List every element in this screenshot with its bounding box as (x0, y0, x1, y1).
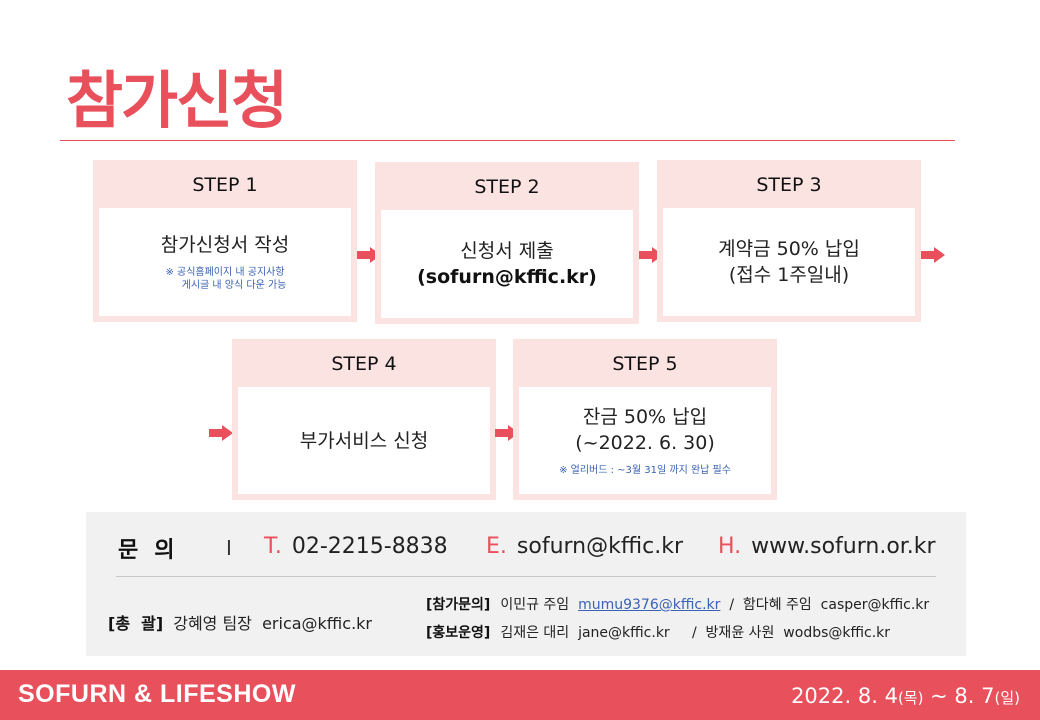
contact-box: 문의 I T. 02-2215-8838 E. sofurn@kffic.kr H.… (86, 512, 966, 656)
step-text: 잔금 50% 납입 (582, 406, 708, 428)
arrow-right-icon (209, 425, 233, 441)
email-address[interactable]: sofurn@kffic.kr (516, 534, 684, 559)
step-label: STEP 1 (192, 174, 258, 196)
homepage-url[interactable]: www.sofurn.or.kr (751, 534, 936, 559)
step-email: (sofurn@kffic.kr) (417, 266, 597, 288)
participation-person: 이민규 주임 (500, 597, 570, 613)
contact-main-row: 문의 I T. 02-2215-8838 E. sofurn@kffic.kr H.… (86, 512, 966, 576)
date-day-end: (일) (994, 689, 1020, 707)
date-start: 2022. 8. 4 (791, 684, 898, 708)
date-end: ~ 8. 7 (923, 684, 995, 708)
step-2-card: STEP 2 신청서 제출 (sofurn@kffic.kr) (375, 162, 639, 324)
step-body: 부가서비스 신청 (238, 387, 490, 494)
step-body: 계약금 50% 납입 (접수 1주일내) (663, 208, 915, 316)
general-contact: [총 괄] 강혜영 팀장 erica@kffic.kr (108, 610, 372, 634)
participation-label: [참가문의] (426, 597, 491, 613)
step-text: (접수 1주일내) (728, 264, 850, 286)
pr-contact: [홍보운영] 김재은 대리 jane@kffic.kr / 방재윤 사원 wodb… (426, 622, 890, 642)
general-label: [총 괄] (108, 614, 164, 633)
contact-divider (116, 576, 936, 577)
step-note: ※ 공식홈페이지 내 공지사항 게시글 내 양식 다운 가능 (164, 266, 287, 292)
step-label: STEP 4 (331, 353, 397, 375)
separator: I (226, 536, 232, 560)
participation-rest: / 함다혜 주임 casper@kffic.kr (729, 597, 930, 613)
step-body: 잔금 50% 납입 (~2022. 6. 30) ※ 얼리버드 : ~3월 31… (519, 387, 771, 494)
step-1-card: STEP 1 참가신청서 작성 ※ 공식홈페이지 내 공지사항 게시글 내 양식… (93, 160, 357, 322)
arrow-right-icon (921, 247, 945, 263)
step-text: 참가신청서 작성 (160, 234, 290, 256)
general-text: 강혜영 팀장 erica@kffic.kr (173, 614, 373, 633)
step-3-card: STEP 3 계약금 50% 납입 (접수 1주일내) (657, 160, 921, 322)
contact-tel: T. 02-2215-8838 (264, 534, 448, 559)
participation-contact: [참가문의] 이민규 주임 mumu9376@kffic.kr / 함다혜 주임 … (426, 594, 929, 614)
step-body: 신청서 제출 (sofurn@kffic.kr) (381, 210, 633, 318)
inquiry-label: 문의 (118, 538, 191, 563)
step-text: 계약금 50% 납입 (718, 238, 860, 260)
step-note-line: 게시글 내 양식 다운 가능 (181, 280, 287, 291)
step-note: ※ 얼리버드 : ~3월 31일 까지 완납 필수 (559, 465, 731, 476)
page-title: 참가신청 (66, 64, 288, 137)
pr-text: 김재은 대리 jane@kffic.kr / 방재윤 사원 wodbs@kffi… (500, 625, 891, 641)
step-text: 신청서 제출 (460, 240, 554, 262)
footer-bar: SOFURN & LIFESHOW 2022. 8. 4(목) ~ 8. 7(일… (0, 670, 1040, 720)
pr-label: [홍보운영] (426, 625, 491, 641)
step-label: STEP 3 (756, 174, 822, 196)
tel-number: 02-2215-8838 (291, 534, 448, 559)
step-4-card: STEP 4 부가서비스 신청 (232, 339, 496, 500)
tel-key: T. (264, 534, 282, 559)
step-note-line: ※ 공식홈페이지 내 공지사항 (165, 267, 285, 278)
step-label: STEP 5 (612, 353, 678, 375)
email-key: E. (486, 534, 507, 559)
step-text: 부가서비스 신청 (299, 429, 429, 452)
date-day-start: (목) (897, 689, 924, 707)
home-key: H. (718, 534, 742, 559)
step-text: (~2022. 6. 30) (575, 432, 715, 454)
contact-email: E. sofurn@kffic.kr (486, 534, 683, 559)
title-divider (60, 140, 955, 141)
step-5-card: STEP 5 잔금 50% 납입 (~2022. 6. 30) ※ 얼리버드 :… (513, 339, 777, 500)
step-body: 참가신청서 작성 ※ 공식홈페이지 내 공지사항 게시글 내 양식 다운 가능 (99, 208, 351, 316)
contact-homepage: H. www.sofurn.or.kr (718, 534, 936, 559)
brand-logo: SOFURN & LIFESHOW (18, 680, 296, 708)
step-label: STEP 2 (474, 176, 540, 198)
event-date: 2022. 8. 4(목) ~ 8. 7(일) (791, 684, 1020, 708)
participation-email-link[interactable]: mumu9376@kffic.kr (578, 597, 721, 613)
